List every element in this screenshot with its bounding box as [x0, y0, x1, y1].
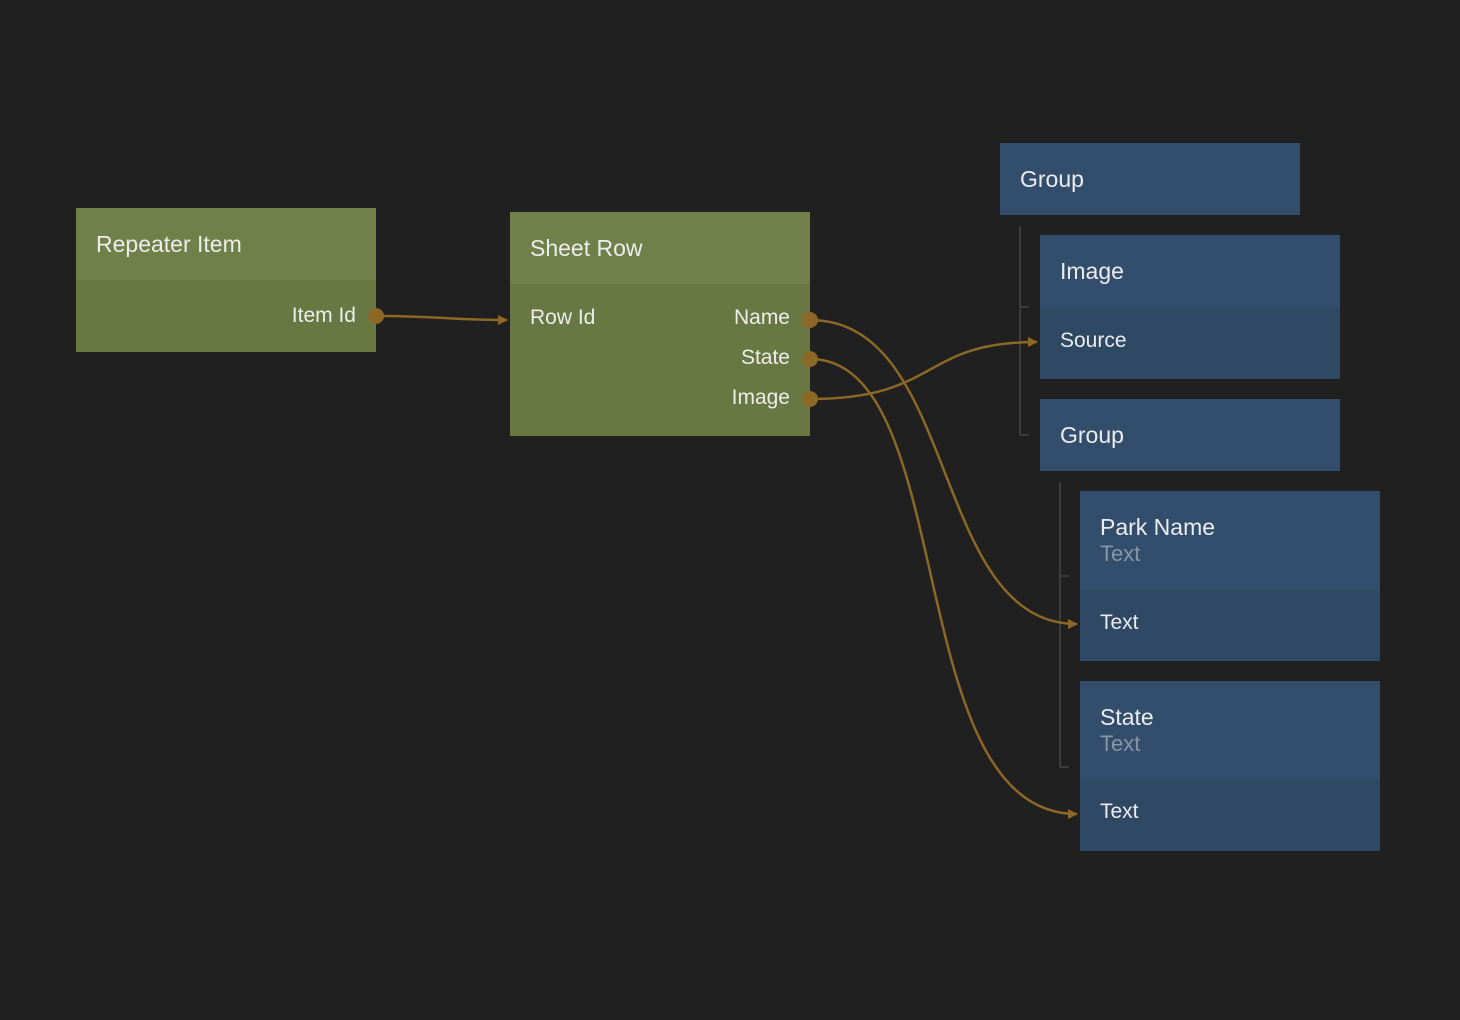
node-type: Text — [1100, 730, 1141, 756]
hierarchy-line — [1059, 482, 1061, 767]
port-text[interactable]: Text — [1100, 800, 1139, 823]
port-dot-item-id[interactable] — [368, 308, 384, 324]
node-sheet-row[interactable]: Sheet Row Row Id Name State Image — [510, 212, 810, 436]
node-repeater-item[interactable]: Repeater Item Item Id — [76, 208, 376, 352]
hierarchy-tick — [1059, 575, 1069, 577]
wire-state-text[interactable] — [809, 357, 1078, 819]
port-row-id[interactable]: Row Id — [530, 306, 596, 329]
node-state[interactable]: State Text Text — [1080, 681, 1380, 851]
node-title: Group — [1000, 143, 1300, 215]
node-group-child[interactable]: Group — [1040, 399, 1340, 471]
wire-itemid-rowid[interactable] — [375, 314, 508, 325]
node-title: Image — [1040, 235, 1340, 307]
node-park-name[interactable]: Park Name Text Text — [1080, 491, 1380, 661]
port-name[interactable]: Name — [733, 306, 790, 329]
port-image[interactable]: Image — [731, 386, 790, 409]
node-image[interactable]: Image Source — [1040, 235, 1340, 379]
node-title: State — [1100, 703, 1154, 730]
wire-name-text[interactable] — [809, 318, 1078, 629]
hierarchy-tick — [1059, 766, 1069, 768]
hierarchy-line — [1019, 226, 1021, 435]
node-group-root[interactable]: Group — [1000, 143, 1300, 215]
port-item-id[interactable]: Item Id — [291, 304, 356, 327]
port-state[interactable]: State — [740, 346, 790, 369]
node-title: Group — [1040, 399, 1340, 471]
port-source[interactable]: Source — [1060, 329, 1127, 352]
hierarchy-tick — [1019, 306, 1029, 308]
node-type: Text — [1100, 541, 1141, 566]
node-title: Sheet Row — [510, 212, 810, 284]
port-text[interactable]: Text — [1100, 611, 1139, 634]
port-dot-name[interactable] — [802, 312, 818, 328]
node-title: Park Name — [1100, 514, 1216, 540]
port-dot-state[interactable] — [802, 351, 818, 367]
hierarchy-tick — [1019, 434, 1029, 436]
wire-image-source[interactable] — [809, 337, 1038, 401]
port-dot-image[interactable] — [802, 391, 818, 407]
node-title: Repeater Item — [76, 208, 376, 280]
